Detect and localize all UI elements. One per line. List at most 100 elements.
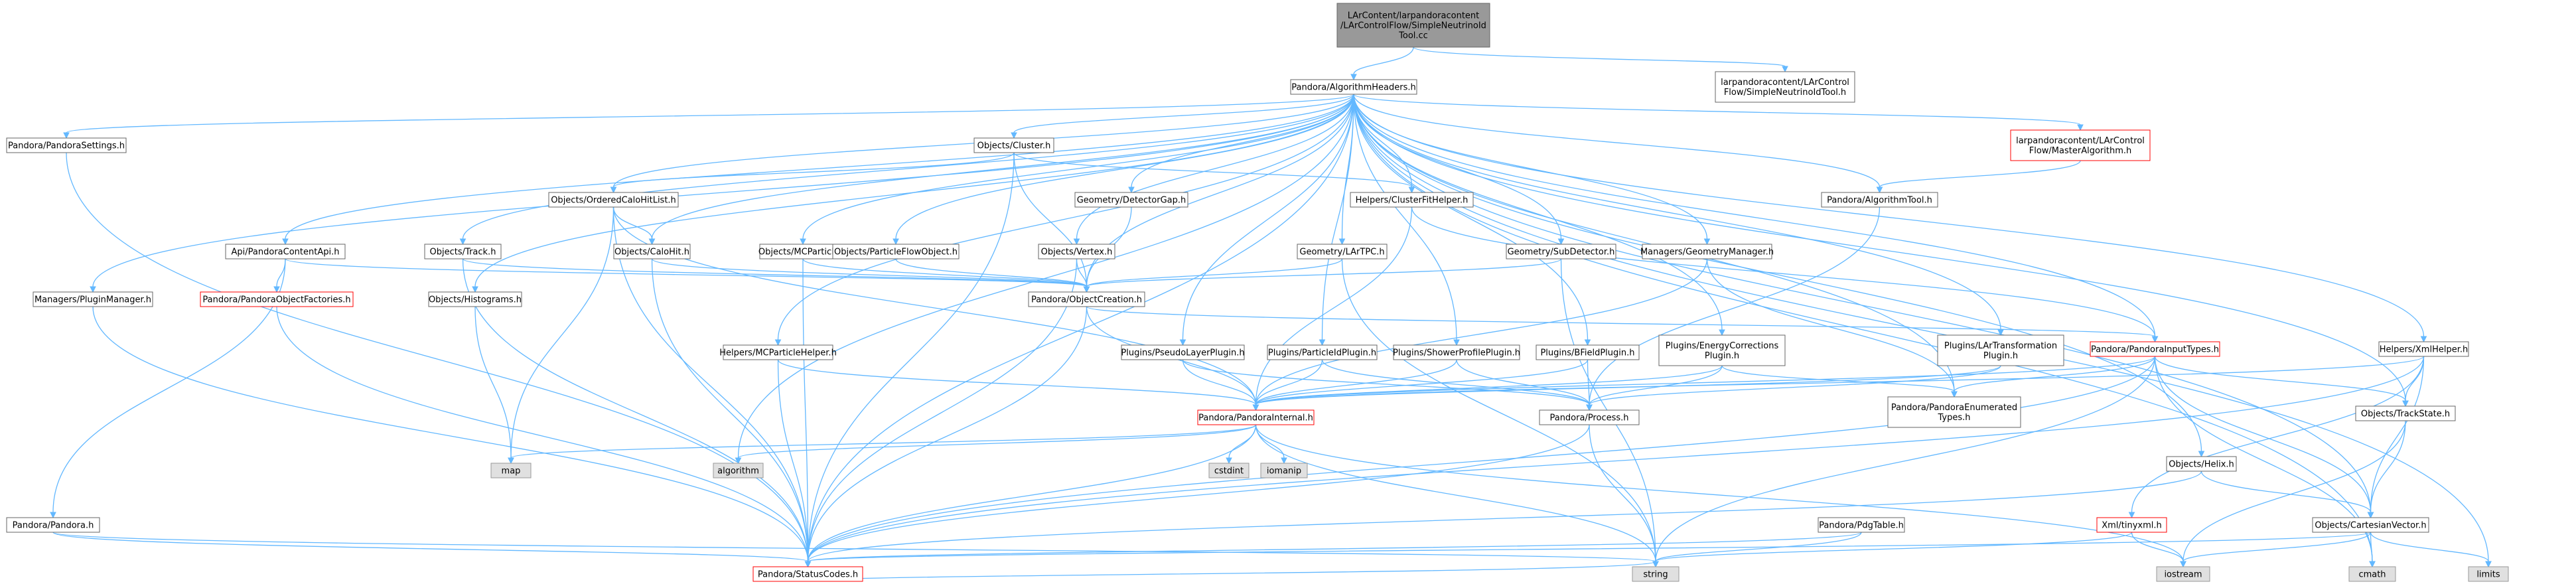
edge-mcparticle-to-objcreation [802,258,1090,293]
node-geomgr[interactable]: Managers/GeometryManager.h [1640,244,1774,259]
node-mcparticle[interactable]: Objects/MCParticle.h [758,244,847,259]
edge-algheaders-to-detgap [1128,94,1354,194]
node-algorithm[interactable]: algorithm [713,463,764,478]
edge-contentapi-to-pandora [50,258,286,519]
edges-layer [50,46,2492,582]
node-detgap[interactable]: Geometry/DetectorGap.h [1074,192,1188,208]
node-label: larpandoracontent/LArControl [2016,136,2145,146]
edge-algheaders-to-bfield [1353,94,1591,346]
node-box [1350,192,1474,208]
node-label: cmath [2358,570,2386,580]
edge-lartransform-to-process [1586,365,2001,411]
node-label: Helpers/XmlHelper.h [2380,345,2468,355]
node-cstdint[interactable]: cstdint [1208,463,1250,478]
node-cluster[interactable]: Objects/Cluster.h [973,137,1054,153]
node-vertex[interactable]: Objects/Vertex.h [1038,244,1115,259]
node-label: Plugin.h [1983,351,2018,361]
node-objcreation[interactable]: Pandora/ObjectCreation.h [1028,291,1145,307]
node-pdgtable[interactable]: Pandora/PdgTable.h [1818,517,1905,533]
node-track[interactable]: Objects/Track.h [424,244,502,259]
node-cartvec[interactable]: Objects/CartesianVector.h [2312,517,2429,533]
node-box [6,137,127,153]
node-box [1336,3,1490,48]
node-iomanip[interactable]: iomanip [1260,463,1308,478]
node-box [2378,341,2469,357]
edge-algtool-to-process [1586,206,1881,411]
node-limits[interactable]: limits [2468,566,2509,582]
node-showerprof[interactable]: Plugins/ShowerProfilePlugin.h [1393,344,1520,360]
node-pseudolayer[interactable]: Plugins/PseudoLayerPlugin.h [1121,344,1245,360]
node-map[interactable]: map [490,463,532,478]
node-label: Objects/ParticleFlowObject.h [834,248,958,257]
node-label: Pandora/PandoraSettings.h [8,141,125,151]
node-pluginmgr[interactable]: Managers/PluginManager.h [33,291,153,307]
node-label: Objects/Track.h [430,248,496,257]
node-label: Pandora/PandoraInputTypes.h [2091,345,2219,355]
node-label: Plugins/LArTransformation [1944,341,2057,351]
edge-trackstate-to-cartvec [2367,420,2406,519]
edge-cluster-to-statuscodes [804,152,1015,568]
edge-xmlhelper-to-tinyxml [2128,356,2425,519]
node-algheaders[interactable]: Pandora/AlgorithmHeaders.h [1290,79,1417,95]
node-label: Pandora/Process.h [1549,413,1628,423]
node-box [1539,409,1640,425]
edge-orderedcalo-to-map [508,206,614,465]
node-clusterfit[interactable]: Helpers/ClusterFitHelper.h [1350,192,1474,208]
node-masteralg[interactable]: larpandoracontent/LArControlFlow/MasterA… [2010,129,2151,161]
node-subdet[interactable]: Geometry/SubDetector.h [1506,244,1616,259]
node-mcphelper[interactable]: Helpers/MCParticleHelper.h [719,344,837,360]
node-label: Managers/GeometryManager.h [1640,248,1774,257]
node-algtool[interactable]: Pandora/AlgorithmTool.h [1821,192,1938,208]
node-label: Pandora/PandoraInternal.h [1198,413,1313,423]
node-internal[interactable]: Pandora/PandoraInternal.h [1197,409,1315,425]
node-process[interactable]: Pandora/Process.h [1539,409,1640,425]
node-inputtypes[interactable]: Pandora/PandoraInputTypes.h [2090,341,2220,357]
node-cmath[interactable]: cmath [2348,566,2396,582]
edge-inputtypes-to-string [1652,356,2156,568]
edge-pluginmgr-to-statuscodes [92,306,812,568]
node-orderedcalo[interactable]: Objects/OrderedCaloHitList.h [548,192,679,208]
edge-orderedcalo-to-calohit [612,206,656,246]
edge-showerprof-to-process [1456,359,1593,411]
node-box [424,244,502,259]
edge-algheaders-to-mcphelper [774,94,1354,346]
node-pandora[interactable]: Pandora/Pandora.h [6,517,100,533]
edge-settings-to-statuscodes [66,152,812,568]
node-histograms[interactable]: Objects/Histograms.h [428,291,522,307]
edge-inputtypes-to-trackstate [2154,356,2409,407]
node-simplehdr[interactable]: larpandoracontent/LArControlFlow/SimpleN… [1715,71,1855,103]
node-objfactories[interactable]: Pandora/PandoraObjectFactories.h [200,291,354,307]
node-box [490,463,532,478]
node-statuscodes[interactable]: Pandora/StatusCodes.h [752,566,863,582]
node-box [1038,244,1115,259]
node-xmlhelper[interactable]: Helpers/XmlHelper.h [2378,341,2469,357]
node-tinyxml[interactable]: Xml/tinyxml.h [2096,517,2167,533]
edge-root-to-simplehdr [1413,46,1788,73]
node-settings[interactable]: Pandora/PandoraSettings.h [6,137,127,153]
edge-algheaders-to-helix [1353,94,2205,458]
node-helix[interactable]: Objects/Helix.h [2166,456,2237,472]
edge-pdgtable-to-string [1652,532,1862,568]
node-pfo[interactable]: Objects/ParticleFlowObject.h [832,244,960,259]
edge-algheaders-to-masteralg [1353,94,2084,131]
node-trackstate[interactable]: Objects/TrackState.h [2355,405,2456,421]
node-lartpc[interactable]: Geometry/LArTPC.h [1297,244,1388,259]
node-pidplugin[interactable]: Plugins/ParticleIdPlugin.h [1267,344,1378,360]
node-calohit[interactable]: Objects/CaloHit.h [613,244,691,259]
node-string[interactable]: string [1632,566,1680,582]
edge-algheaders-to-statuscodes [804,94,1354,568]
node-box [1121,344,1245,360]
node-box [1197,409,1315,425]
edge-cluster-to-orderedcalo [610,152,1015,194]
node-contentapi[interactable]: Api/PandoraContentApi.h [225,244,346,259]
node-bfield[interactable]: Plugins/BFieldPlugin.h [1536,344,1640,360]
edge-algheaders-to-xmlhelper [1353,94,2427,343]
node-box [1536,344,1640,360]
node-label: Objects/Helix.h [2169,460,2234,470]
node-iostream[interactable]: iostream [2156,566,2210,582]
node-box [1818,517,1905,533]
node-root[interactable]: LArContent/larpandoracontent/LArControlF… [1336,3,1490,48]
